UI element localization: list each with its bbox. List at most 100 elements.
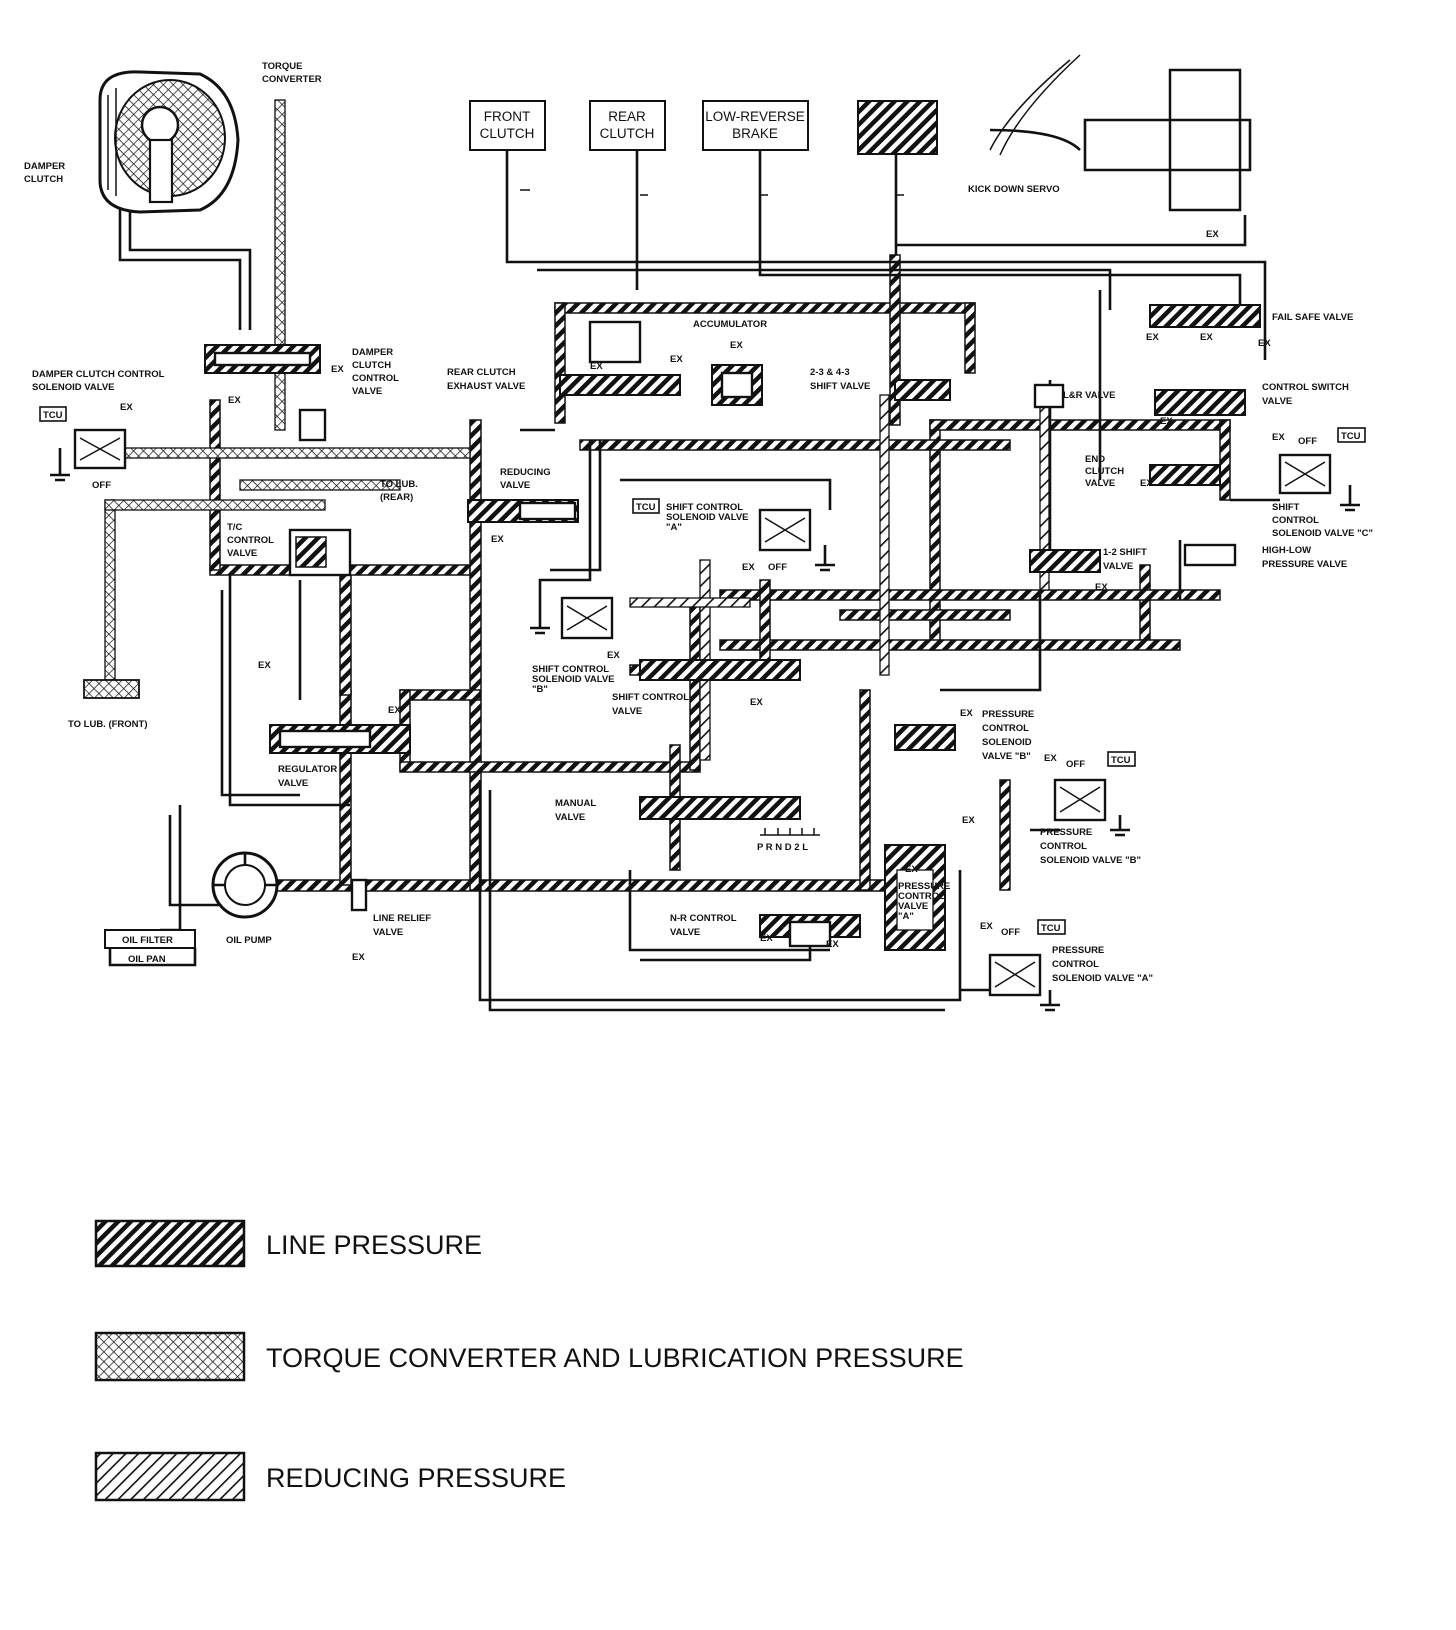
damper-clutch-spring-chamber [298,408,327,442]
markers: EX OFF TCU EX EX EX EX EX EX EX OFF TCU … [39,229,1366,963]
svg-text:EX: EX [670,354,683,365]
shift-valve-12-body [1029,549,1101,573]
torque-converter-pressure-swatch [94,1331,246,1382]
svg-text:VALVE: VALVE [1103,561,1133,572]
svg-text:CONTROL: CONTROL [352,373,399,384]
svg-text:HIGH-LOW: HIGH-LOW [1262,545,1311,556]
manual-valve-body [639,796,801,820]
svg-text:L&R VALVE: L&R VALVE [1063,390,1115,401]
line-pressure-swatch [94,1219,246,1268]
svg-text:TCU: TCU [1041,923,1061,934]
svg-text:EX: EX [1146,332,1159,343]
svg-text:VALVE: VALVE [500,480,530,491]
legend-item-reducing-pressure: REDUCING PRESSURE [94,1451,566,1502]
kickdown-hatched-box [857,100,938,155]
svg-text:REDUCING: REDUCING [500,467,551,478]
svg-text:CLUTCH: CLUTCH [480,126,535,141]
nr-control-valve-spool [788,920,832,948]
svg-text:N-R CONTROL: N-R CONTROL [670,913,737,924]
svg-text:EX: EX [1272,432,1285,443]
svg-text:CONTROL: CONTROL [1040,841,1087,852]
svg-text:(REAR): (REAR) [380,492,413,503]
line-relief-valve-body [350,878,368,912]
svg-text:EX: EX [742,562,755,573]
svg-text:REAR CLUTCH: REAR CLUTCH [447,367,516,378]
pressure-control-solenoid-a [988,953,1060,1012]
svg-text:EX: EX [1044,753,1057,764]
oil-filter-pan [104,929,197,967]
svg-text:VALVE: VALVE [898,901,928,912]
kick-down-servo [989,54,1252,212]
svg-text:EX: EX [760,933,773,944]
svg-text:2-3 & 4-3: 2-3 & 4-3 [810,367,850,378]
svg-text:EX: EX [1160,416,1173,427]
svg-text:OFF: OFF [1001,927,1020,938]
svg-text:OIL PUMP: OIL PUMP [226,935,272,946]
svg-text:1-2 SHIFT: 1-2 SHIFT [1103,547,1147,558]
svg-text:EX: EX [590,361,603,372]
regulator-valve-body [269,724,411,754]
svg-text:EXHAUST VALVE: EXHAUST VALVE [447,381,525,392]
svg-text:EX: EX [120,402,133,413]
svg-text:CONTROL: CONTROL [898,891,945,902]
legend-item-torque-converter-pressure: TORQUE CONVERTER AND LUBRICATION PRESSUR… [94,1331,964,1382]
svg-text:PRESSURE VALVE: PRESSURE VALVE [1262,559,1347,570]
svg-text:CONTROL: CONTROL [227,535,274,546]
svg-text:DAMPER: DAMPER [352,347,393,358]
high-low-pressure-valve-body [1183,543,1237,567]
pressure-control-solenoid-b [1053,778,1130,837]
low-reverse-brake-box: LOW-REVERSE BRAKE [702,100,809,151]
pressure-control-valve-a-window [896,869,934,931]
svg-text:TO LUB. (FRONT): TO LUB. (FRONT) [68,719,148,730]
svg-text:EX: EX [331,364,344,375]
damper-clutch-control-valve-spool [213,351,312,367]
svg-text:END: END [1085,454,1105,465]
svg-text:T/C: T/C [227,522,242,533]
svg-text:PRESSURE: PRESSURE [1052,945,1104,956]
svg-text:SHIFT VALVE: SHIFT VALVE [810,381,870,392]
svg-text:DAMPER CLUTCH CONTROL: DAMPER CLUTCH CONTROL [32,369,165,380]
svg-text:SHIFT CONTROL: SHIFT CONTROL [612,692,689,703]
svg-text:EX: EX [1140,478,1153,489]
svg-text:CLUTCH: CLUTCH [352,360,391,371]
reducing-valve-spool [518,501,577,521]
svg-text:REGULATOR: REGULATOR [278,764,337,775]
svg-text:EX: EX [905,864,918,875]
svg-text:ACCUMULATOR: ACCUMULATOR [693,319,767,330]
rear-clutch-exhaust-valve-cap [588,320,642,364]
accumulator-body [711,364,763,406]
svg-text:SHIFT: SHIFT [1272,502,1300,513]
svg-text:KICK DOWN SERVO: KICK DOWN SERVO [968,184,1060,195]
svg-text:VALVE: VALVE [1085,478,1115,489]
svg-text:EX: EX [352,952,365,963]
labels: TORQUE CONVERTER DAMPER CLUTCH DAMPER CL… [24,61,1373,984]
svg-text:SOLENOID VALVE: SOLENOID VALVE [666,512,749,523]
svg-text:EX: EX [607,650,620,661]
svg-text:VALVE: VALVE [1262,396,1292,407]
svg-text:VALVE: VALVE [612,706,642,717]
end-clutch-valve-body [1149,464,1221,486]
svg-text:CLUTCH: CLUTCH [1085,466,1124,477]
svg-text:REAR: REAR [608,109,646,124]
svg-text:BRAKE: BRAKE [732,126,778,141]
svg-text:FRONT: FRONT [484,109,531,124]
svg-text:TORQUE CONVERTER AND LUBRICATI: TORQUE CONVERTER AND LUBRICATION PRESSUR… [266,1343,964,1373]
svg-text:SOLENOID VALVE: SOLENOID VALVE [32,382,115,393]
svg-text:EX: EX [491,534,504,545]
svg-text:TCU: TCU [1341,431,1361,442]
svg-text:LINE RELIEF: LINE RELIEF [373,913,431,924]
passages [83,99,1231,892]
svg-text:SOLENOID VALVE "C": SOLENOID VALVE "C" [1272,528,1373,539]
svg-text:EX: EX [1200,332,1213,343]
svg-text:TCU: TCU [1111,755,1131,766]
svg-text:OFF: OFF [1066,759,1085,770]
oil-pump [211,851,279,919]
svg-text:LOW-REVERSE: LOW-REVERSE [705,109,805,124]
svg-text:DAMPER: DAMPER [24,161,65,172]
svg-text:EX: EX [730,340,743,351]
svg-text:MANUAL: MANUAL [555,798,596,809]
svg-text:EX: EX [228,395,241,406]
svg-text:TO LUB.: TO LUB. [380,479,418,490]
svg-text:EX: EX [826,939,839,950]
